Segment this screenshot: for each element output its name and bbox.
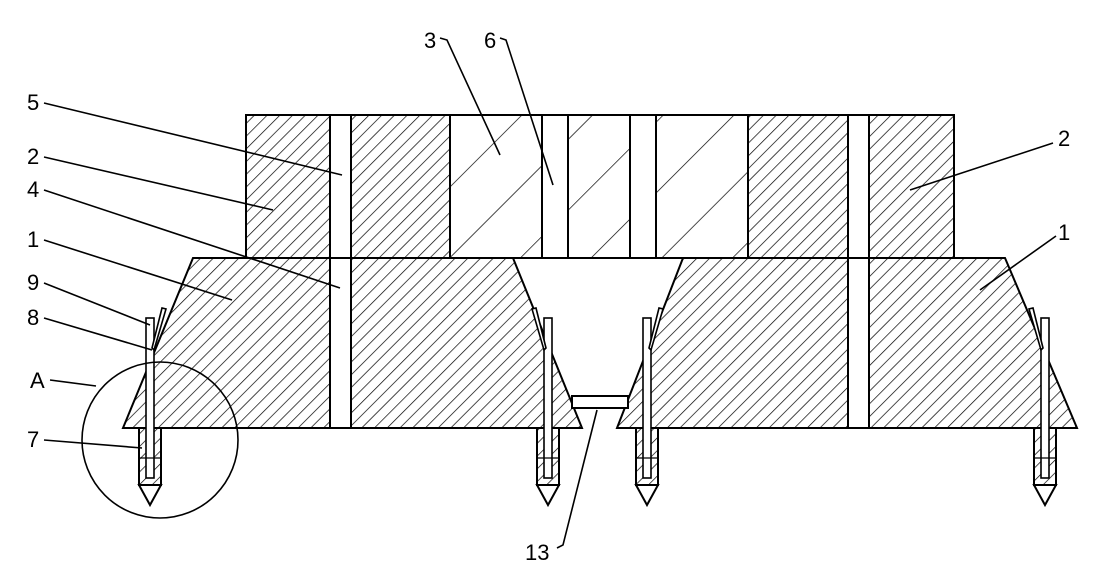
pin-rod-7 <box>1040 317 1050 479</box>
top-block-left <box>245 114 451 259</box>
channel-6 <box>541 114 569 259</box>
channel-4 <box>329 257 352 429</box>
base-right <box>615 257 1079 429</box>
barb-9 <box>1027 307 1044 352</box>
top-block-right <box>747 114 955 259</box>
anchor-pin <box>1027 307 1058 508</box>
pin-tip <box>1032 484 1058 508</box>
label-4: 4 <box>27 177 39 202</box>
pin-rod-7 <box>642 317 652 479</box>
anchor-pin <box>137 307 168 508</box>
anchor-pin <box>530 307 561 508</box>
base-left <box>121 257 584 429</box>
leader-lines <box>43 37 1057 549</box>
label-1-right: 1 <box>1058 220 1070 245</box>
label-2-right: 2 <box>1058 126 1070 151</box>
barb-9 <box>648 307 665 352</box>
label-a: A <box>30 368 45 393</box>
pin-rod-7 <box>145 317 155 479</box>
label-13: 13 <box>525 540 549 565</box>
label-3: 3 <box>424 28 436 53</box>
pin-rod-7 <box>543 317 553 479</box>
detail-circle-a <box>81 361 239 519</box>
label-8: 8 <box>27 305 39 330</box>
pin-tip <box>634 484 660 508</box>
label-6: 6 <box>484 28 496 53</box>
label-5: 5 <box>27 90 39 115</box>
label-7: 7 <box>27 427 39 452</box>
top-block-middle-3 <box>449 114 749 259</box>
label-9: 9 <box>27 270 39 295</box>
pin-tip <box>137 484 163 508</box>
label-1-left: 1 <box>27 227 39 252</box>
anchor-pin <box>634 307 665 508</box>
barb-9 <box>151 307 168 352</box>
label-2-left: 2 <box>27 144 39 169</box>
connector-13 <box>571 395 629 409</box>
pin-tip <box>535 484 561 508</box>
channel-5 <box>329 114 352 259</box>
barb-9 <box>530 307 547 352</box>
